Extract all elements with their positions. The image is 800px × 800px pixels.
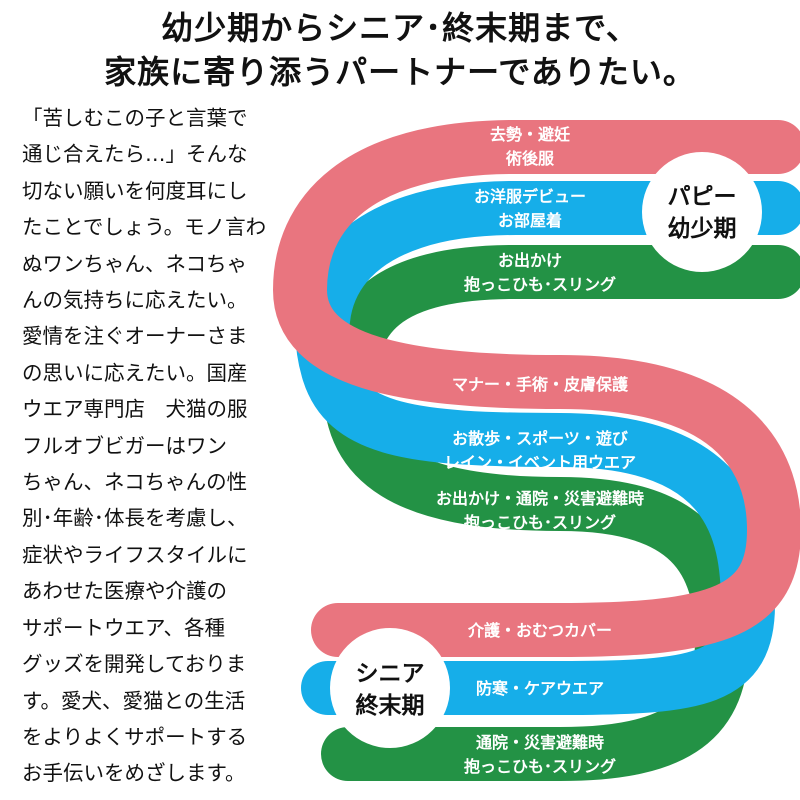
band-label: 去勢・避妊 xyxy=(490,125,570,144)
intro-line: たことでしょう。モノ言わ xyxy=(22,215,267,240)
intro-line: 通じ合えたら…」そんな xyxy=(22,142,248,167)
intro-line: ウエア専門店 犬猫の服 xyxy=(22,397,248,422)
band-label: 抱っこひも･スリング xyxy=(464,275,616,294)
band-label: 介護・おむつカバー xyxy=(467,621,612,640)
band-label: お散歩・スポーツ・遊び xyxy=(452,429,629,448)
intro-line: ちゃん、ネコちゃんの性 xyxy=(22,470,248,495)
intro-line: をよりよくサポートする xyxy=(22,724,248,749)
intro-line: お手伝いをめざします。 xyxy=(22,761,246,786)
senior-badge-line-2: 終末期 xyxy=(356,692,425,719)
band-label: お洋服デビュー xyxy=(474,187,586,206)
puppy-badge-line-1: パピー xyxy=(668,184,737,210)
band-label: 防寒・ケアウエア xyxy=(476,679,604,698)
puppy-badge-line-2: 幼少期 xyxy=(668,215,737,242)
intro-paragraph: 「苦しむこの子と言葉で 通じ合えたら…」そんな 切ない願いを何度耳にし たことで… xyxy=(22,100,284,792)
band-label: 抱っこひも･スリング xyxy=(464,757,616,776)
intro-line: フルオブビガーはワン xyxy=(22,433,227,458)
headline-line-2: 家族に寄り添うパートナーでありたい。 xyxy=(104,53,696,91)
intro-line: の思いに応えたい。国産 xyxy=(22,360,248,385)
headline-line-1: 幼少期からシニア･終末期まで、 xyxy=(161,9,639,47)
band-label: 抱っこひも･スリング xyxy=(464,513,616,532)
band-label: 通院・災害避難時 xyxy=(476,733,604,752)
intro-line: 切ない願いを何度耳にし xyxy=(22,178,248,203)
intro-line: 愛情を注ぐオーナーさま xyxy=(22,324,248,349)
band-label: マナー・手術・皮膚保護 xyxy=(452,375,629,394)
band-label: お出かけ・通院・災害避難時 xyxy=(436,489,644,508)
band-label: 術後服 xyxy=(505,149,555,168)
intro-line: グッズを開発しておりま xyxy=(22,652,247,677)
intro-line: 別･年齢･体長を考慮し、 xyxy=(22,506,248,531)
intro-line: サポートウエア、各種 xyxy=(22,615,225,640)
band-label: お部屋着 xyxy=(498,211,562,230)
senior-badge-line-1: シニア xyxy=(356,661,425,687)
intro-line: ぬワンちゃん、ネコちゃ xyxy=(22,251,248,276)
band-label: レイン・イベント用ウエア xyxy=(444,453,636,472)
puppy-badge: パピー 幼少期 xyxy=(642,152,762,272)
band-label: お出かけ xyxy=(498,251,562,270)
intro-line: んの気持ちに応えたい。 xyxy=(22,288,248,313)
intro-line: 症状やライフスタイルに xyxy=(22,542,248,567)
intro-line: あわせた医療や介護の xyxy=(22,579,227,604)
senior-badge: シニア 終末期 xyxy=(330,628,450,748)
blue-ribbon xyxy=(295,181,800,715)
pink-ribbon xyxy=(272,120,800,657)
senior-badge-circle xyxy=(330,628,450,748)
puppy-badge-circle xyxy=(642,152,762,272)
headline: 幼少期からシニア･終末期まで、 家族に寄り添うパートナーでありたい。 xyxy=(0,6,800,94)
intro-line: す。愛犬、愛猫との生活 xyxy=(22,688,246,713)
intro-line: 「苦しむこの子と言葉で xyxy=(22,106,248,130)
